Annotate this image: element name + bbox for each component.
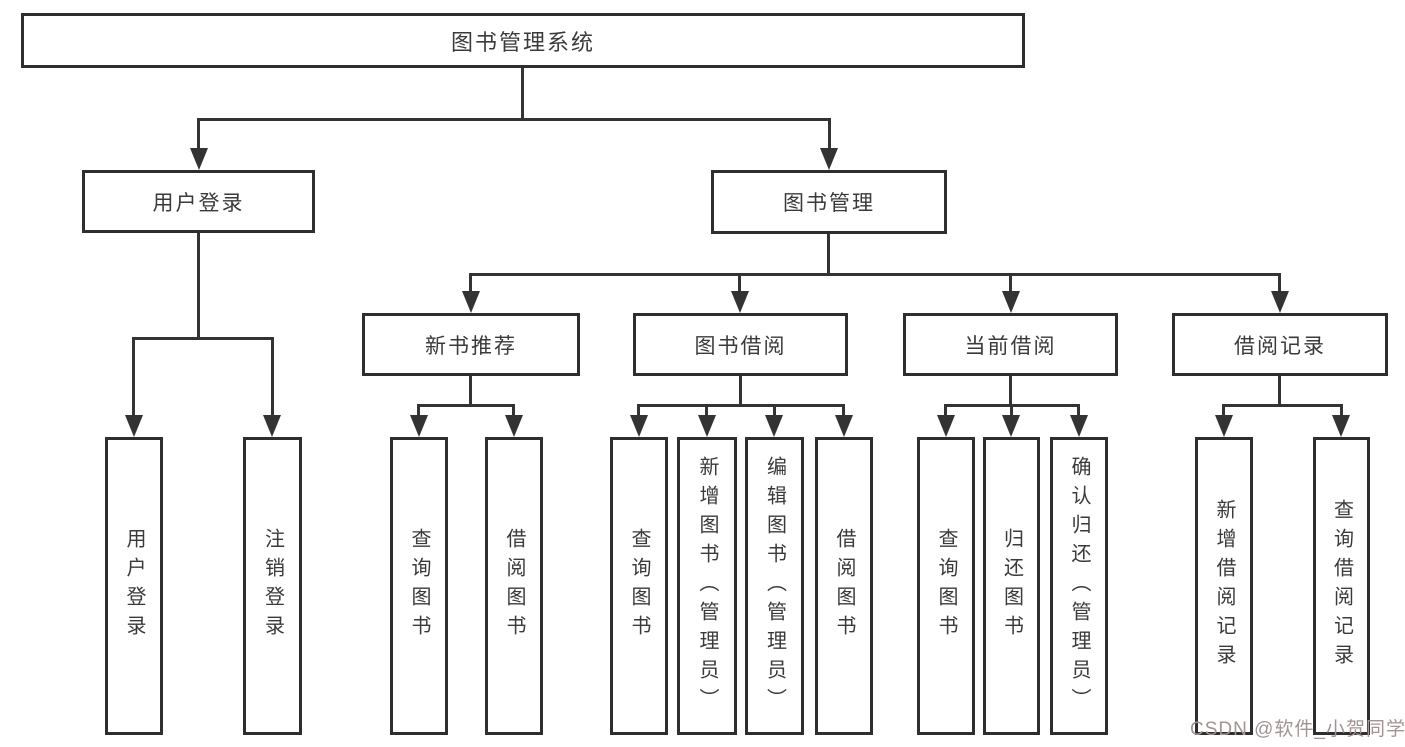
connector-line [1010, 404, 1013, 418]
connector-line [738, 273, 741, 293]
node-current-borrow: 当前借阅 [903, 313, 1118, 376]
connector-line [1077, 404, 1080, 418]
leaf-current-query-book: 查询图书 [917, 437, 975, 735]
connector-line [417, 404, 420, 418]
connector-line [521, 68, 524, 118]
connector-line [842, 404, 845, 418]
connector-line [469, 273, 472, 293]
down-arrowhead-icon [125, 415, 143, 437]
leaf-borrow-add-book-admin: 新增图书（管理员） [677, 437, 737, 735]
down-arrowhead-icon [190, 148, 208, 170]
connector-line [944, 404, 947, 418]
connector-line [469, 376, 472, 407]
leaf-borrow-borrow-book: 借阅图书 [815, 437, 873, 735]
down-arrowhead-icon [630, 415, 648, 437]
down-arrowhead-icon [410, 415, 428, 437]
connector-line [471, 273, 1281, 276]
connector-line [637, 404, 640, 418]
connector-line [739, 376, 742, 407]
down-arrowhead-icon [1332, 415, 1350, 437]
connector-line [1009, 273, 1012, 293]
connector-line [418, 404, 515, 407]
connector-line [1223, 404, 1343, 407]
watermark: CSDN @软件_小贺同学 [1190, 719, 1405, 740]
connector-line [705, 404, 708, 418]
down-arrowhead-icon [1215, 415, 1233, 437]
leaf-current-return-book: 归还图书 [983, 437, 1040, 735]
connector-line [197, 233, 200, 337]
leaf-recommend-query-book: 查询图书 [390, 437, 448, 735]
leaf-recommend-borrow-book: 借阅图书 [485, 437, 543, 735]
node-user-login: 用户登录 [82, 170, 315, 233]
leaf-records-add-record: 新增借阅记录 [1195, 437, 1253, 735]
down-arrowhead-icon [698, 415, 716, 437]
connector-line [197, 118, 200, 152]
down-arrowhead-icon [1070, 415, 1088, 437]
down-arrowhead-icon [462, 291, 480, 313]
down-arrowhead-icon [505, 415, 523, 437]
connector-line [271, 337, 274, 419]
down-arrowhead-icon [1002, 291, 1020, 313]
down-arrowhead-icon [820, 148, 838, 170]
down-arrowhead-icon [835, 415, 853, 437]
down-arrowhead-icon [1002, 415, 1020, 437]
leaf-logout: 注销登录 [243, 437, 302, 735]
down-arrowhead-icon [731, 291, 749, 313]
node-book-borrow: 图书借阅 [633, 313, 848, 376]
node-borrow-records: 借阅记录 [1172, 313, 1388, 376]
connector-line [133, 337, 274, 340]
leaf-borrow-edit-book-admin: 编辑图书（管理员） [745, 437, 804, 735]
leaf-records-query-record: 查询借阅记录 [1313, 437, 1370, 735]
connector-line [132, 337, 135, 419]
connector-line [638, 404, 845, 407]
down-arrowhead-icon [937, 415, 955, 437]
connector-line [1009, 376, 1012, 407]
connector-line [1278, 376, 1281, 407]
leaf-user-login: 用户登录 [105, 437, 163, 735]
node-library-management-system: 图书管理系统 [21, 13, 1025, 68]
connector-line [773, 404, 776, 418]
connector-line [1278, 273, 1281, 293]
connector-line [512, 404, 515, 418]
node-book-management: 图书管理 [711, 170, 947, 234]
down-arrowhead-icon [1271, 291, 1289, 313]
connector-line [1222, 404, 1225, 418]
down-arrowhead-icon [263, 415, 281, 437]
connector-line [1340, 404, 1343, 418]
connector-line [828, 118, 831, 152]
down-arrowhead-icon [765, 415, 783, 437]
leaf-current-confirm-return-admin: 确认归还（管理员） [1050, 437, 1108, 735]
connector-line [827, 234, 830, 273]
connector-line [197, 118, 831, 121]
node-new-book-recommend: 新书推荐 [362, 313, 580, 376]
leaf-borrow-query-book: 查询图书 [610, 437, 668, 735]
